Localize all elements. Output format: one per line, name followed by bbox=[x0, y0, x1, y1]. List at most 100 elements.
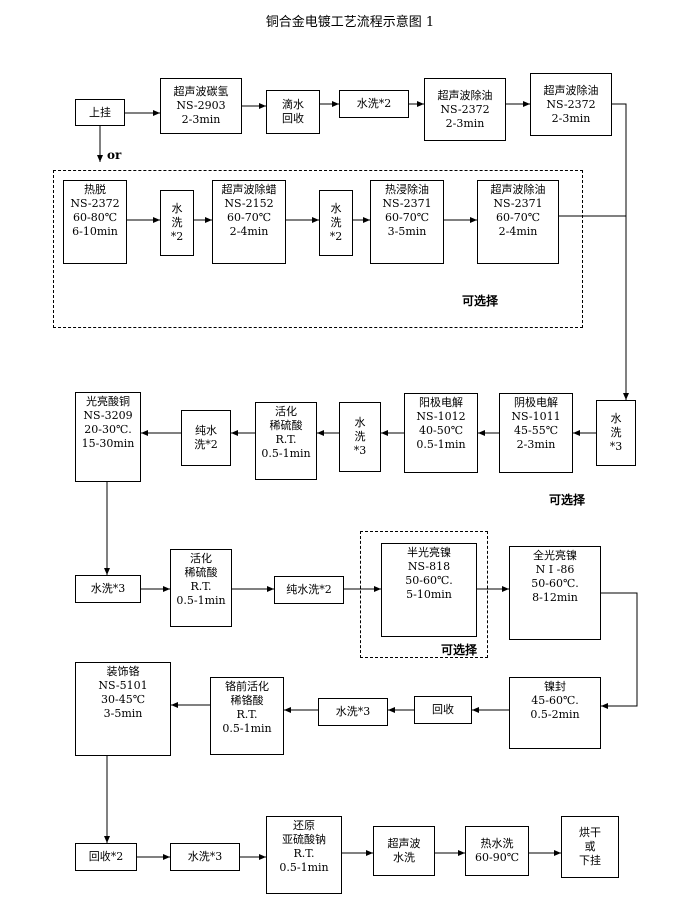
step-text-line: 水洗*3 bbox=[187, 850, 223, 863]
step-text-line: 镍封 bbox=[544, 680, 566, 693]
step-text-line: 洗 bbox=[330, 216, 342, 229]
step-text-line: 8-12min bbox=[532, 591, 578, 604]
step-text-line: 超声波除蜡 bbox=[221, 183, 277, 196]
step-text-line: 全光亮镍 bbox=[533, 549, 577, 562]
step-text-line: 回收*2 bbox=[88, 850, 124, 863]
step-text-line: NS-2903 bbox=[176, 99, 226, 112]
step-text-line: 2-4min bbox=[498, 225, 538, 238]
step-text-line: 下挂 bbox=[579, 854, 601, 867]
step-water-rinse-right: 水洗*3 bbox=[596, 400, 636, 466]
step-text-line: 洗 bbox=[171, 216, 183, 229]
step-text-line: 亚硫酸钠 bbox=[282, 833, 326, 846]
step-text-line: 回收 bbox=[282, 112, 304, 125]
step-text-line: 2-4min bbox=[229, 225, 269, 238]
step-text-line: 0.5-2min bbox=[530, 708, 580, 721]
step-text-line: 水洗*3 bbox=[90, 582, 126, 595]
step-text-line: 阳极电解 bbox=[419, 396, 463, 409]
optional-label-pretreatment: 可选择 bbox=[462, 294, 499, 308]
optional-group-semi-nickel bbox=[360, 531, 488, 658]
step-text-line: NS-2372 bbox=[440, 102, 490, 116]
step-text-line: 阴极电解 bbox=[514, 396, 558, 409]
step-text-line: *3 bbox=[353, 444, 367, 457]
step-text-line: 烘干 bbox=[579, 826, 601, 839]
step-text-line: 0.5-1min bbox=[416, 438, 466, 451]
step-text-line: 活化 bbox=[275, 405, 297, 418]
step-text-line: 60-70℃ bbox=[495, 211, 541, 224]
flow-arrow bbox=[601, 592, 638, 709]
step-text-line: 0.5-1min bbox=[222, 722, 272, 735]
step-text-line: 水 bbox=[354, 416, 366, 429]
step-hang: 上挂 bbox=[75, 99, 125, 126]
step-text-line: *2 bbox=[170, 230, 184, 243]
step-text-line: 60-90℃ bbox=[474, 851, 520, 864]
step-text-line: 上挂 bbox=[89, 105, 111, 119]
step-text-line: 洗 bbox=[354, 430, 366, 443]
step-text-line: 或 bbox=[584, 840, 596, 853]
step-water-rinse-b: 水洗*2 bbox=[319, 190, 353, 256]
step-text-line: 回收 bbox=[432, 703, 454, 716]
step-text-line: 超声波除油 bbox=[490, 183, 546, 196]
step-ultrasonic-rinse: 超声波水洗 bbox=[373, 826, 435, 876]
step-text-line: 装饰铬 bbox=[106, 665, 140, 678]
step-text-line: 还原 bbox=[293, 819, 315, 832]
step-text-line: NS-2372 bbox=[70, 197, 120, 210]
step-water-rinse-5: 水洗*3 bbox=[170, 843, 240, 871]
step-text-line: 2-3min bbox=[181, 113, 221, 126]
step-text-line: NS-2371 bbox=[382, 197, 432, 210]
step-text-line: 热脱 bbox=[84, 183, 106, 196]
step-text-line: 6-10min bbox=[72, 225, 118, 238]
optional-label-semi-nickel: 可选择 bbox=[441, 643, 478, 657]
step-text-line: NS-2372 bbox=[546, 97, 596, 111]
step-text-line: NS-1012 bbox=[416, 410, 466, 423]
step-text-line: 半光亮镍 bbox=[407, 546, 451, 559]
step-text-line: 洗 bbox=[610, 426, 622, 439]
step-text-line: 超声波除油 bbox=[437, 88, 493, 102]
step-text-line: 2-3min bbox=[516, 438, 556, 451]
optional-group-pretreatment bbox=[53, 170, 583, 328]
step-text-line: 15-30min bbox=[81, 437, 135, 450]
step-dry-or-unhang: 烘干或下挂 bbox=[561, 816, 619, 878]
step-text-line: 0.5-1min bbox=[261, 447, 311, 460]
step-text-line: NS-818 bbox=[407, 560, 451, 573]
step-pure-water-rinse-2: 纯水洗*2 bbox=[274, 576, 344, 604]
step-text-line: 50-60℃. bbox=[531, 577, 579, 590]
step-text-line: 水 bbox=[610, 412, 622, 425]
step-text-line: *2 bbox=[329, 230, 343, 243]
step-text-line: NS-3209 bbox=[83, 409, 133, 422]
step-text-line: 光亮酸铜 bbox=[86, 395, 130, 408]
step-text-line: 水 bbox=[330, 202, 342, 215]
step-water-rinse-4: 水洗*3 bbox=[318, 698, 388, 726]
step-text-line: 3-5min bbox=[387, 225, 427, 238]
flow-arrow bbox=[612, 103, 629, 400]
step-text-line: 滴水 bbox=[282, 98, 304, 111]
step-text-line: 水洗*2 bbox=[356, 97, 392, 110]
step-recovery-1: 回收 bbox=[414, 696, 472, 724]
step-text-line: 2-3min bbox=[445, 116, 485, 130]
step-text-line: 30-45℃ bbox=[100, 693, 146, 706]
step-water-rinse-a: 水洗*2 bbox=[160, 190, 194, 256]
step-text-line: 纯水 bbox=[195, 424, 217, 437]
step-text-line: 50-60℃. bbox=[405, 574, 453, 587]
step-text-line: 超声波除油 bbox=[543, 83, 599, 97]
step-text-line: R.T. bbox=[293, 847, 315, 860]
step-text-line: NS-1011 bbox=[511, 410, 561, 423]
step-text-line: 60-70℃ bbox=[226, 211, 272, 224]
step-text-line: 稀铬酸 bbox=[230, 694, 264, 707]
step-text-line: N I -86 bbox=[535, 563, 575, 576]
